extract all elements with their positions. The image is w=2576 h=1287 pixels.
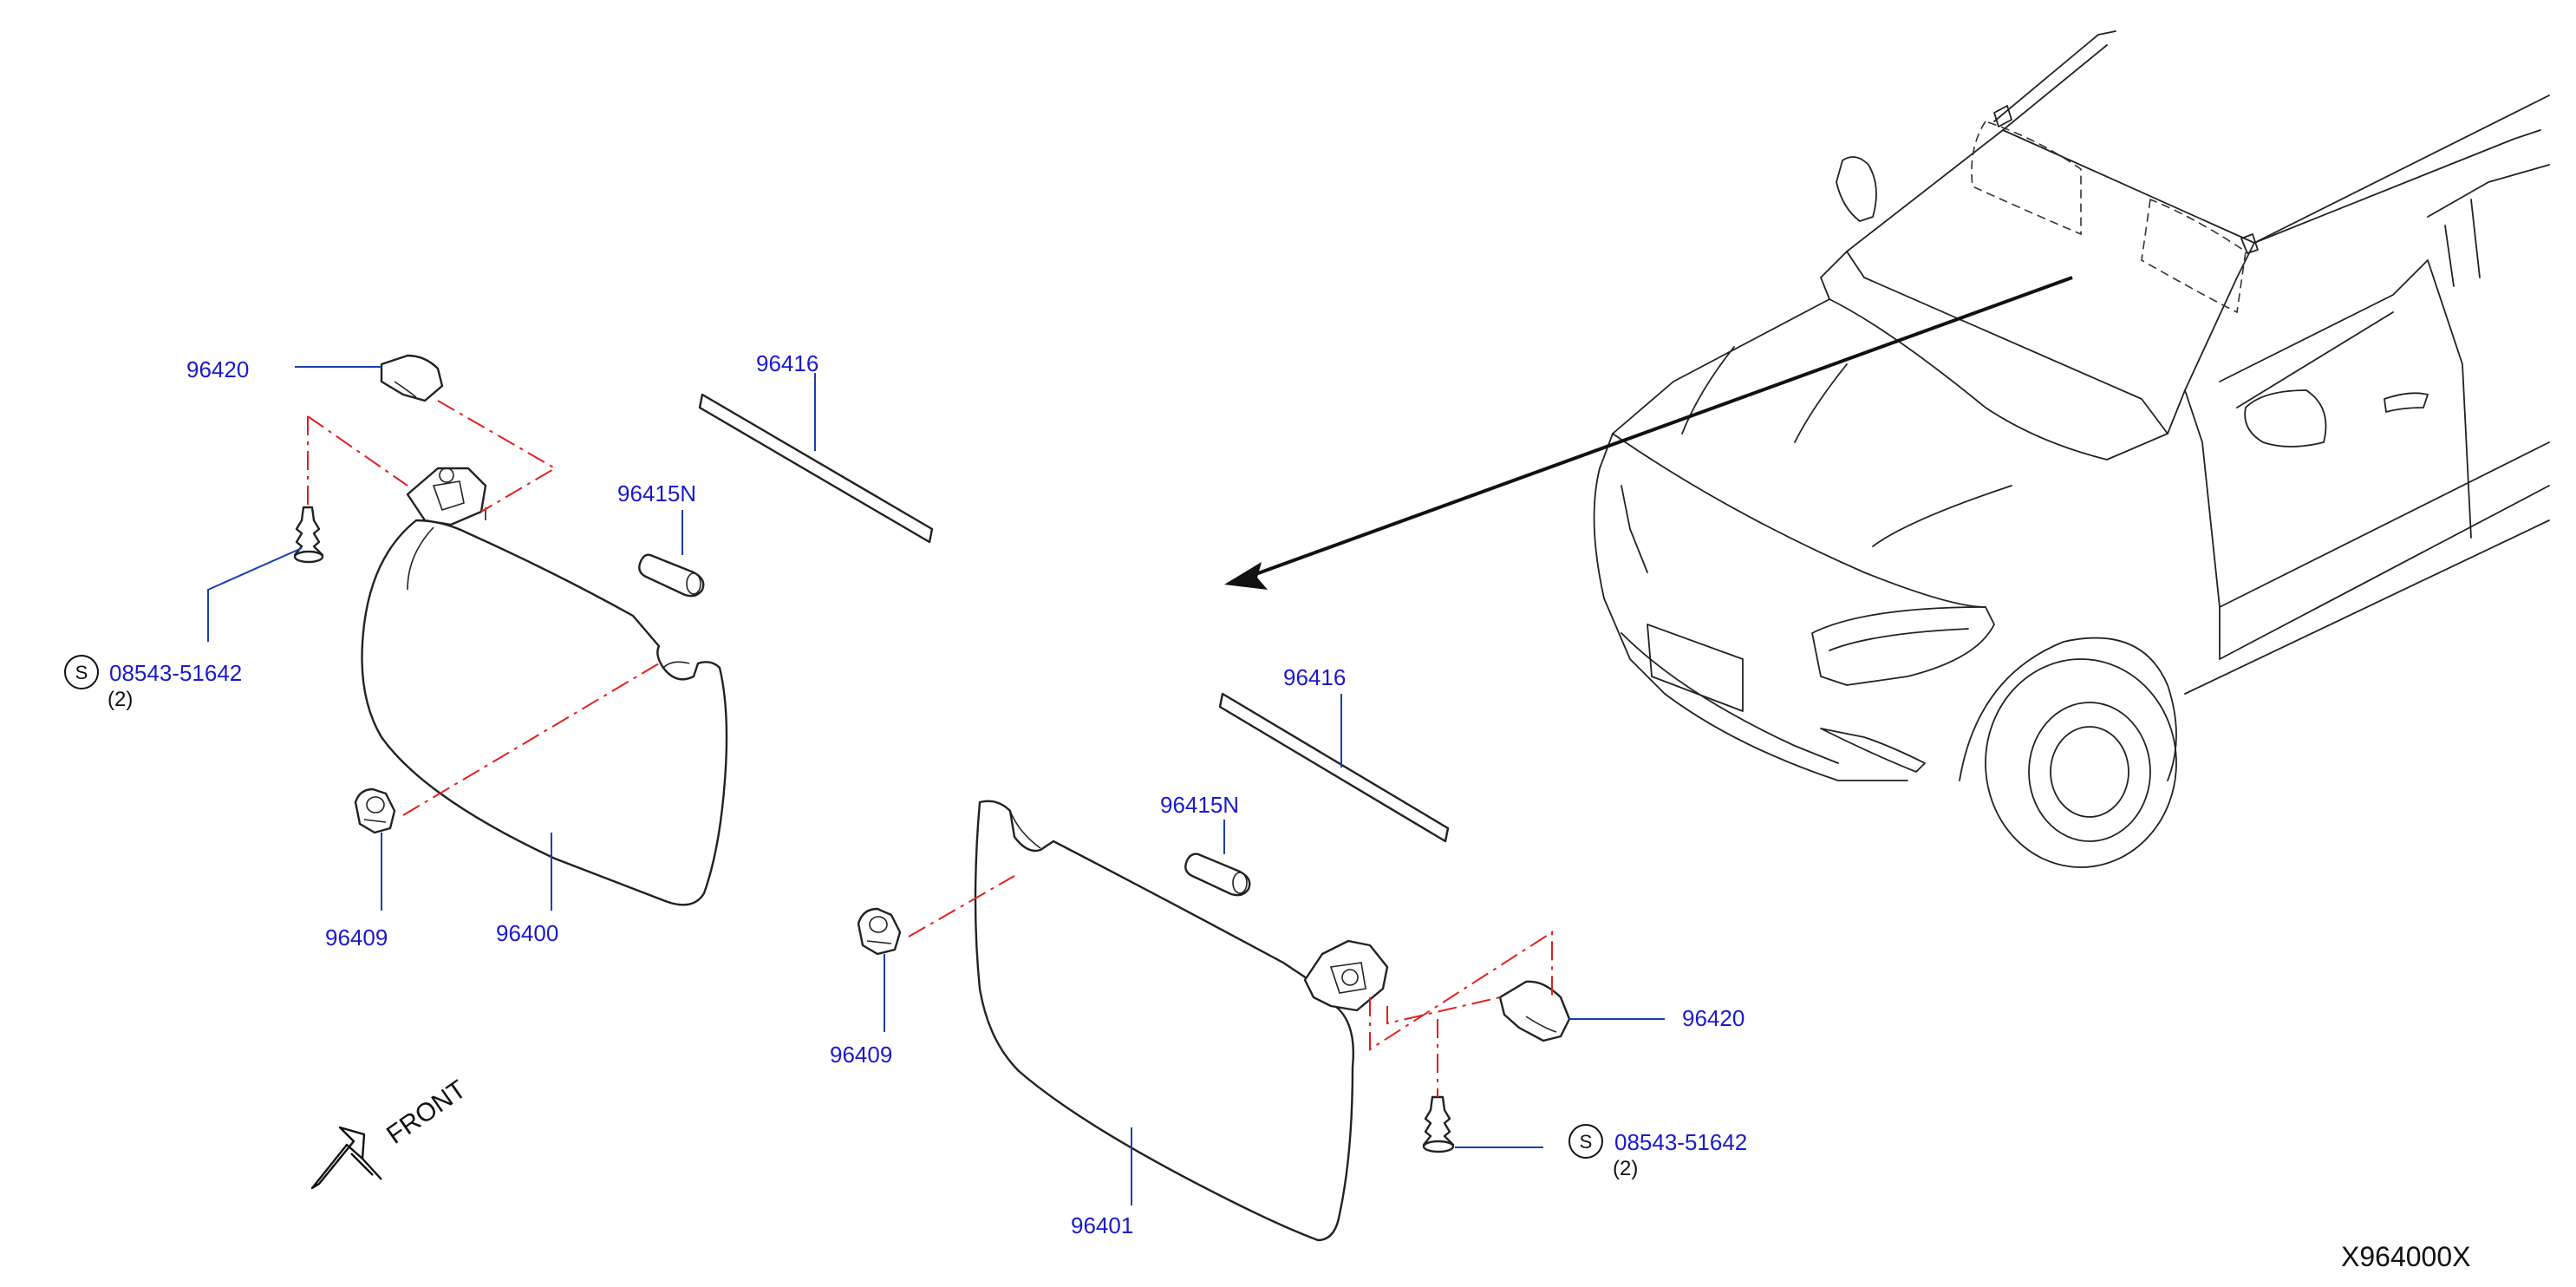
label-screw-rh[interactable]: 08543-51642 xyxy=(1614,1129,1747,1155)
label-trim-strip-lh[interactable]: 96416 xyxy=(756,350,818,376)
sun-visor-lh[interactable] xyxy=(361,519,728,906)
qty-screw-lh: (2) xyxy=(108,688,133,711)
label-visor-rh[interactable]: 96401 xyxy=(1071,1212,1133,1238)
screw-lh[interactable] xyxy=(293,506,324,564)
lamp-rh[interactable] xyxy=(1184,853,1251,897)
front-arrow-icon xyxy=(310,1126,382,1190)
front-label: FRONT xyxy=(382,1075,472,1149)
lamp-lh[interactable] xyxy=(638,553,705,598)
label-visor-lh[interactable]: 96400 xyxy=(496,920,558,946)
label-holder-lh[interactable]: 96409 xyxy=(325,924,388,951)
visor-assembly-rh xyxy=(857,692,1665,1242)
visor-hinge-lh xyxy=(406,467,487,526)
cover-rh[interactable] xyxy=(1498,980,1571,1042)
standard-part-icon: S xyxy=(64,655,99,689)
cover-lh[interactable] xyxy=(380,354,444,402)
vehicle-illustration xyxy=(1593,30,2550,868)
trim-strip-lh[interactable] xyxy=(698,393,934,544)
label-holder-rh[interactable]: 96409 xyxy=(830,1042,892,1068)
visor-assembly-lh xyxy=(207,354,934,911)
location-arrow xyxy=(1224,276,2073,590)
label-cover-rh[interactable]: 96420 xyxy=(1682,1005,1745,1031)
standard-mark-rh: S xyxy=(1580,1131,1593,1153)
label-screw-lh[interactable]: 08543-51642 xyxy=(109,660,242,686)
standard-mark-lh: S xyxy=(75,662,88,683)
screw-rh[interactable] xyxy=(1422,1095,1455,1153)
trim-strip-rh[interactable] xyxy=(1218,692,1450,843)
label-trim-strip-rh[interactable]: 96416 xyxy=(1283,664,1346,690)
label-lamp-rh[interactable]: 96415N xyxy=(1160,792,1239,818)
visor-holder-rh[interactable] xyxy=(857,907,902,956)
visor-hinge-rh xyxy=(1303,939,1389,1012)
label-lamp-lh[interactable]: 96415N xyxy=(617,480,696,506)
diagram-code: X964000X xyxy=(2341,1241,2470,1272)
visor-holder-lh[interactable] xyxy=(354,787,396,834)
standard-part-icon: S xyxy=(1568,1124,1603,1159)
sun-visor-rh[interactable] xyxy=(974,800,1354,1242)
label-cover-lh[interactable]: 96420 xyxy=(186,356,249,382)
qty-screw-rh: (2) xyxy=(1613,1157,1638,1180)
